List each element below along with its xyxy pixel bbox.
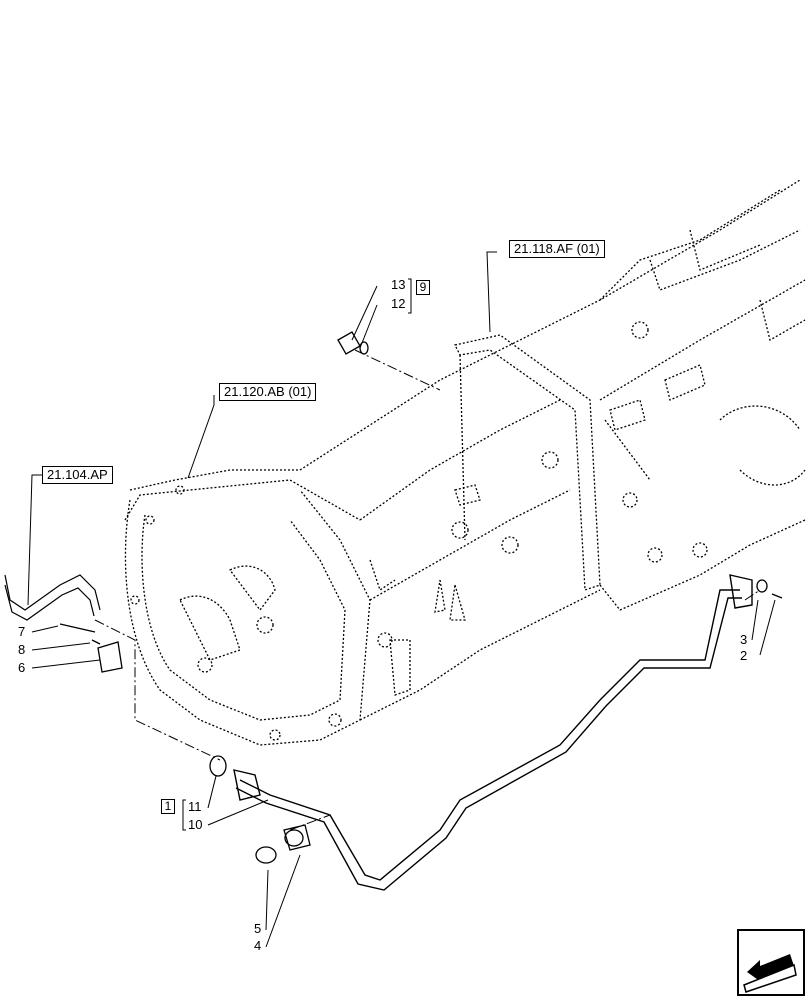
leader-lines	[27, 251, 776, 948]
callout-1: 1	[161, 799, 175, 814]
callout-4: 4	[254, 938, 262, 953]
oil-pipe	[233, 574, 753, 891]
callout-13: 13	[391, 277, 406, 292]
callout-9: 9	[416, 280, 430, 295]
small-parts	[59, 331, 783, 864]
transmission-housing	[124, 179, 806, 746]
callout-12: 12	[391, 296, 406, 311]
reference-21-118-af[interactable]: 21.118.AF (01)	[509, 240, 605, 258]
callout-10: 10	[188, 817, 203, 832]
guide-lines	[94, 349, 761, 831]
left-pipe	[4, 574, 101, 621]
brackets	[182, 278, 412, 831]
callout-3: 3	[740, 632, 748, 647]
callout-5: 5	[254, 921, 262, 936]
reference-21-104-ap[interactable]: 21.104.AP	[42, 466, 113, 484]
callout-8: 8	[18, 642, 26, 657]
callout-2: 2	[740, 648, 748, 663]
arrow-back-icon[interactable]	[737, 929, 805, 996]
callout-6: 6	[18, 660, 26, 675]
callout-7: 7	[18, 624, 26, 639]
reference-21-120-ab[interactable]: 21.120.AB (01)	[219, 383, 317, 401]
callout-11: 11	[188, 799, 202, 814]
